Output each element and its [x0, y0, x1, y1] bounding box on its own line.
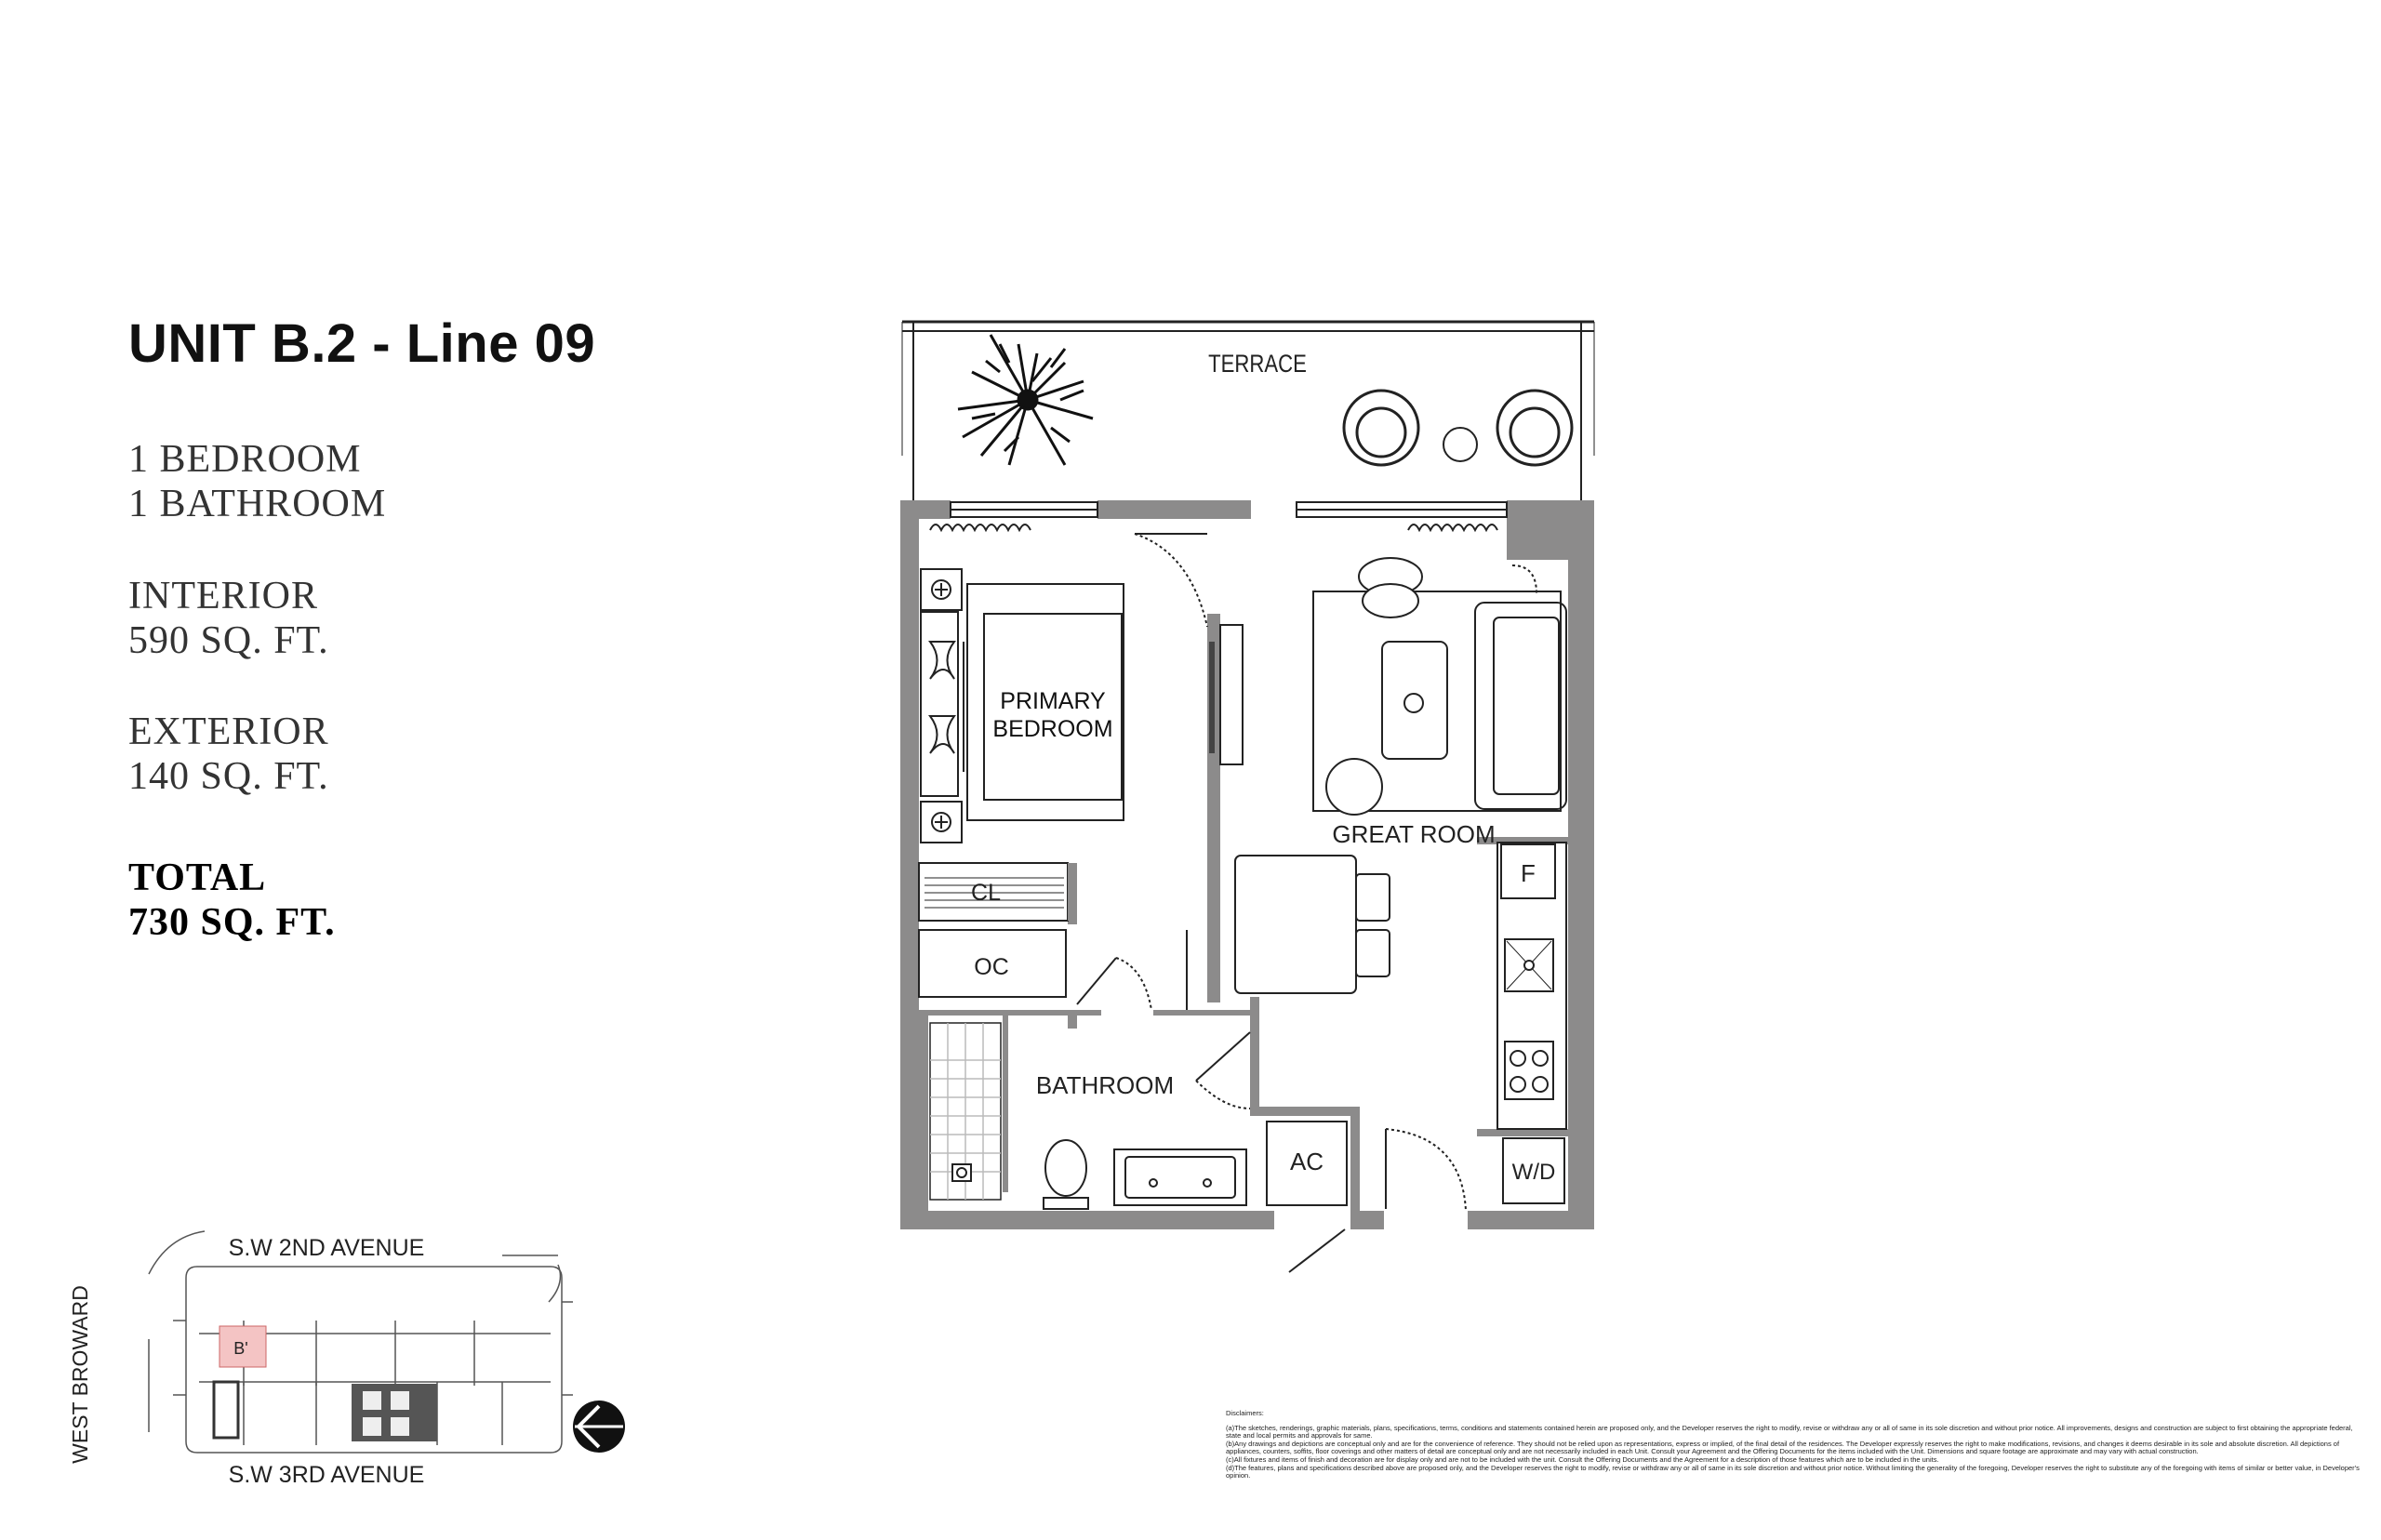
hall-doors	[1076, 930, 1188, 1011]
bathroom-count: 1 BATHROOM	[128, 483, 387, 525]
bathroom-door	[1195, 1031, 1251, 1109]
bed	[920, 583, 1124, 821]
primary-bedroom-label-1: PRIMARY	[1000, 688, 1106, 714]
closet-label: CL	[971, 880, 1001, 906]
disclaimer: Disclaimers: (a)The sketches, renderings…	[1226, 1409, 2362, 1480]
north-street-label: S.W 2ND AVENUE	[229, 1235, 425, 1261]
coffee-table	[1381, 641, 1448, 760]
west-street-label: WEST BROWARD	[68, 1285, 92, 1464]
great-room-label: GREAT ROOM	[1332, 820, 1495, 848]
entry-door	[1288, 1128, 1467, 1273]
room-count: 1 BEDROOM 1 BATHROOM	[128, 437, 386, 526]
disclaimer-line-c: (c)All fixtures and items of finish and …	[1226, 1454, 1939, 1464]
oc-closet	[918, 929, 1067, 998]
window-bedroom	[950, 501, 1098, 518]
disclaimer-title: Disclaimers:	[1226, 1409, 1264, 1417]
rug	[1312, 591, 1562, 812]
disclaimer-line-b: (b)Any drawings and depictions are conce…	[1226, 1439, 2340, 1456]
bedroom-door	[1134, 533, 1208, 628]
curtain-great-room	[1407, 524, 1498, 533]
disclaimer-line-d: (d)The features, plans and specification…	[1226, 1463, 2360, 1480]
armchair	[1358, 557, 1423, 618]
window-great-room	[1296, 501, 1508, 518]
stair-core	[212, 1380, 240, 1440]
primary-bedroom-label-2: BEDROOM	[992, 716, 1112, 742]
elevator-core	[352, 1384, 437, 1441]
curtain-bedroom	[929, 524, 1031, 533]
nightstand-top	[920, 568, 963, 611]
interior-value: 590 SQ. FT.	[128, 619, 329, 662]
north-arrow-icon	[573, 1401, 625, 1453]
kitchen-counter	[1496, 842, 1567, 1130]
terrace	[901, 320, 1595, 502]
unit-title: UNIT B.2 - Line 09	[128, 313, 596, 374]
total-area: TOTAL 730 SQ. FT.	[128, 856, 336, 945]
closet-cl	[918, 862, 1073, 922]
disclaimer-line-a: (a)The sketches, renderings, graphic mat…	[1226, 1423, 2353, 1440]
sink-icon	[1504, 938, 1554, 992]
bathroom-label: BATHROOM	[1036, 1071, 1174, 1099]
dining-table	[1234, 855, 1390, 994]
terrace-chair-right	[1496, 389, 1574, 467]
vanity	[1113, 1148, 1247, 1206]
exterior-walls	[900, 500, 1594, 1229]
terrace-label: TERRACE	[1208, 351, 1307, 378]
pillow-icons	[928, 641, 964, 772]
terrace-table	[1443, 427, 1478, 462]
ac-closet	[1266, 1121, 1348, 1206]
nightstand-bottom	[920, 801, 963, 843]
plant-icon	[957, 334, 1094, 466]
closet-door-sliding	[1219, 624, 1244, 765]
bedroom-count: 1 BEDROOM	[128, 438, 362, 481]
exterior-label: EXTERIOR	[128, 710, 329, 753]
side-table	[1325, 758, 1383, 816]
total-value: 730 SQ. FT.	[128, 901, 336, 944]
washer-dryer	[1502, 1137, 1565, 1204]
toilet-icon	[1043, 1139, 1089, 1210]
sofa	[1474, 602, 1567, 810]
ac-label: AC	[1290, 1148, 1324, 1175]
cooktop-icon	[1504, 1041, 1554, 1100]
shower-valve-icon	[951, 1163, 972, 1182]
washer-dryer-label: W/D	[1512, 1160, 1556, 1185]
south-street-label: S.W 3RD AVENUE	[229, 1462, 425, 1488]
interior-label: INTERIOR	[128, 575, 318, 617]
unit-marker-label: B'	[233, 1339, 247, 1358]
sliding-panel	[1209, 642, 1215, 753]
total-label: TOTAL	[128, 856, 267, 899]
unit-highlight	[219, 1325, 267, 1368]
exterior-area: EXTERIOR 140 SQ. FT.	[128, 710, 329, 799]
terrace-chair-left	[1342, 389, 1420, 467]
exterior-value: 140 SQ. FT.	[128, 755, 329, 798]
oc-label: OC	[974, 954, 1009, 980]
fridge-label: F	[1521, 859, 1536, 887]
interior-area: INTERIOR 590 SQ. FT.	[128, 574, 329, 663]
